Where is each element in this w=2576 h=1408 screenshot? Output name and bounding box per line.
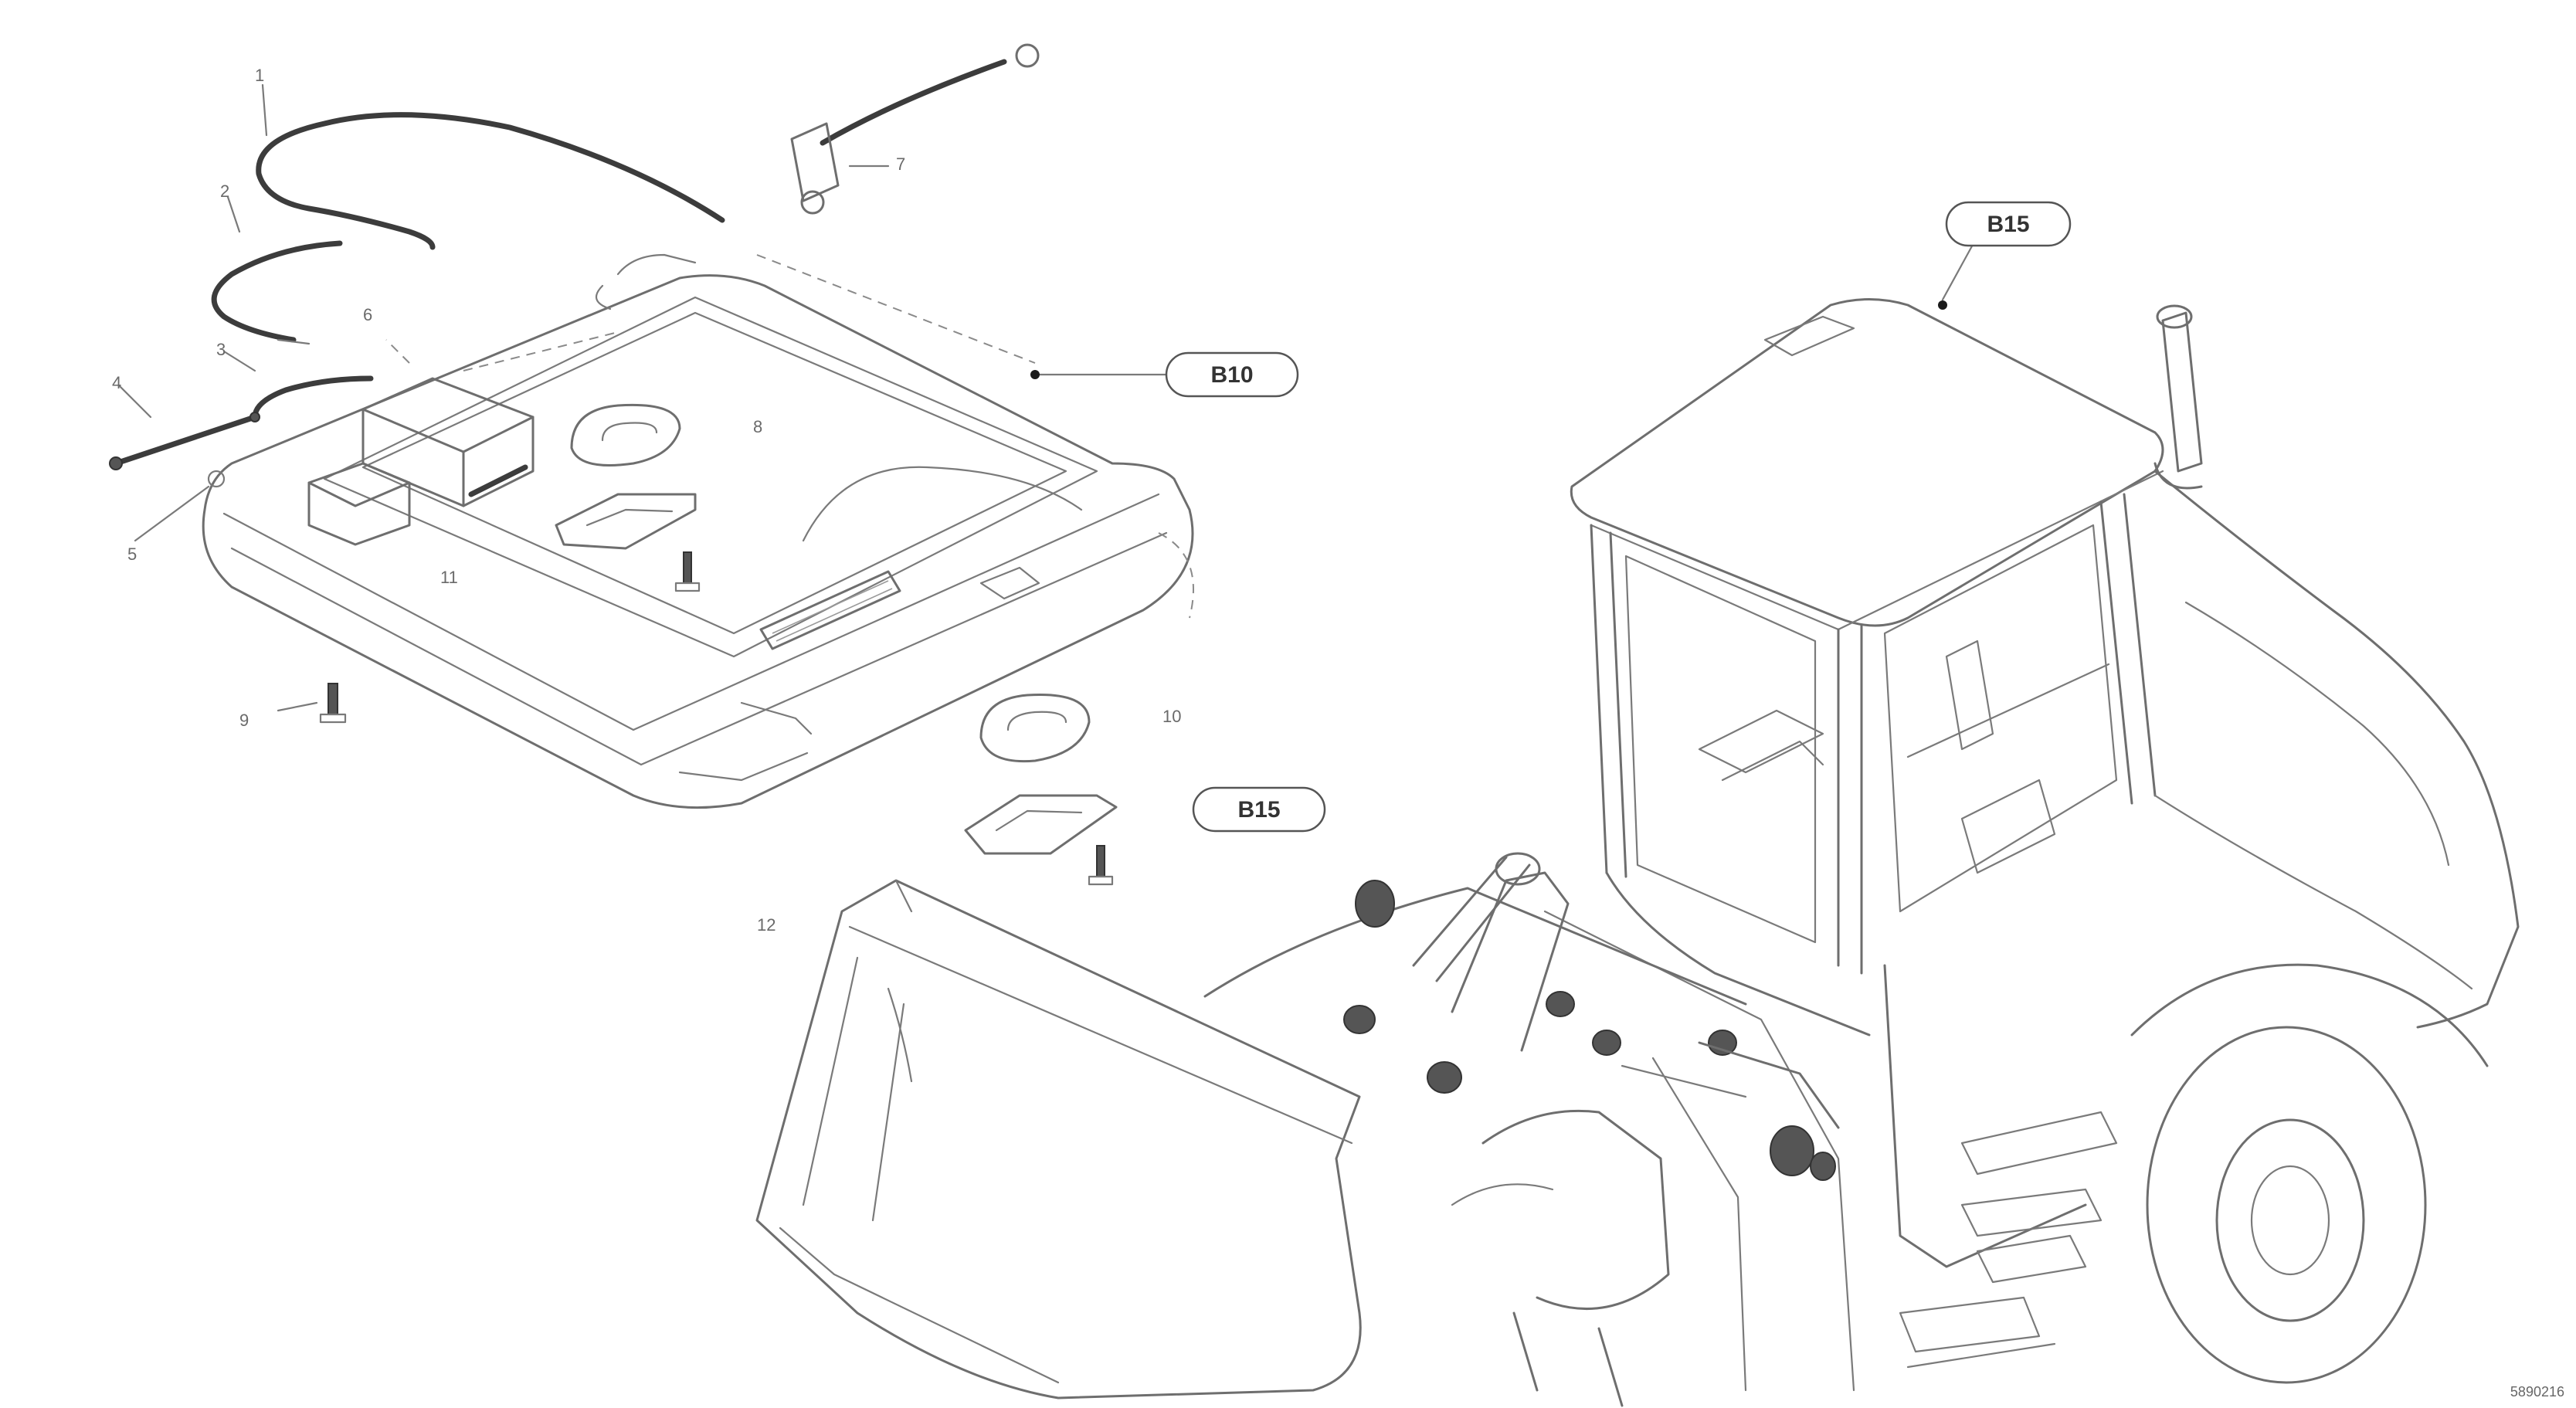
item-number: 8 (753, 417, 762, 436)
callout-box (1192, 786, 1326, 833)
item-numbers: 1 2 3 4 5 6 7 8 9 10 11 12 (112, 66, 1181, 935)
callout-b15-middle: B15 (1192, 786, 1326, 833)
callout-box (1945, 201, 2072, 247)
roof-panel-assembly (202, 253, 1194, 809)
callout-label: B15 (1237, 797, 1280, 823)
item-number: 2 (220, 182, 229, 201)
item-number: 4 (112, 373, 121, 392)
drawing-reference-code: 5890216 (2510, 1384, 2564, 1400)
callout-label: B15 (1987, 212, 2029, 237)
item-number: 6 (363, 305, 372, 324)
item-number: 7 (896, 154, 905, 174)
item-number: 5 (127, 545, 137, 564)
callout-box (1165, 351, 1299, 398)
item-number: 1 (255, 66, 264, 85)
wiring-harness (109, 112, 725, 542)
item-number: 10 (1162, 707, 1181, 726)
item-number: 3 (216, 340, 226, 359)
antenna-cable (790, 43, 1040, 215)
item-number: 12 (757, 915, 776, 935)
ac-module (307, 377, 535, 546)
bolt-left (277, 683, 347, 724)
callout-b15-top-right: B15 (1938, 201, 2072, 310)
callout-label: B10 (1210, 362, 1253, 388)
gasket-lower (964, 693, 1118, 886)
wheel-loader (755, 298, 2520, 1407)
item-number: 11 (440, 568, 458, 587)
item-number: 9 (239, 711, 249, 730)
gasket-upper (555, 403, 701, 592)
callout-b10: B10 (1030, 351, 1299, 398)
